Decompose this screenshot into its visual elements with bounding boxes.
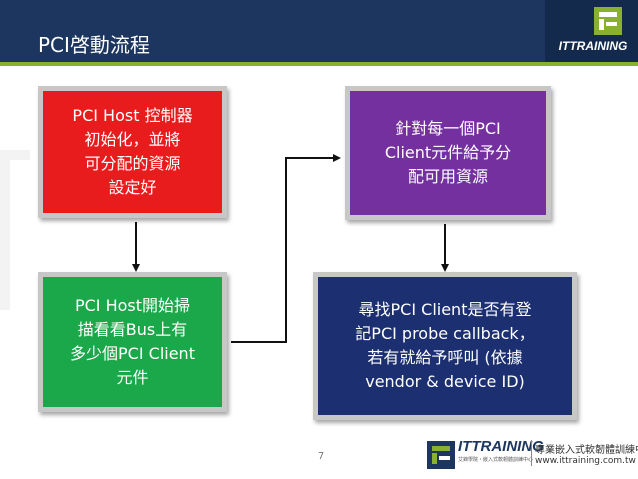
step2-line: 多少個PCI Client [70, 344, 195, 363]
step3-line: Client元件給予分 [384, 143, 512, 162]
step2-line: PCI Host開始掃 [74, 296, 191, 315]
page-number: 7 [317, 451, 325, 462]
step3-line: 配可用資源 [407, 167, 488, 186]
slide-header: PCI啓動流程 ITTRAINING [0, 0, 638, 66]
watermark-block-1 [0, 150, 10, 310]
footer-tagline: 專業嵌入式軟韌體訓練中心 [535, 445, 638, 456]
step1-line: 設定好 [108, 178, 157, 197]
header-accent-line [0, 62, 638, 66]
footer-url: www.ittraining.com.tw [535, 456, 636, 466]
ittraining-logo-icon [594, 7, 622, 35]
step4-line: 若有就給予呼叫 (依據 [367, 348, 523, 367]
flow-step-init-host: PCI Host 控制器 初始化，並將 可分配的資源 設定好 [38, 86, 227, 218]
footer-logo-subtitle: 艾鍗學院・嵌入式軟韌體訓練中心 [458, 457, 534, 463]
header-logo-text: ITTRAINING [558, 39, 628, 53]
flow-step-scan-bus: PCI Host開始掃 描看看Bus上有 多少個PCI Client 元件 [38, 272, 227, 412]
step1-line: 可分配的資源 [84, 154, 181, 173]
step2-line: 元件 [116, 368, 149, 387]
header-logo: ITTRAINING [545, 0, 638, 62]
step1-line: PCI Host 控制器 [72, 106, 193, 125]
footer-logo: ITTRAINING 艾鍗學院・嵌入式軟韌體訓練中心 專業嵌入式軟韌體訓練中心 … [426, 438, 638, 474]
flow-step-allocate-resources: 針對每一個PCI Client元件給予分 配可用資源 [345, 86, 551, 220]
slide-title: PCI啓動流程 [38, 33, 150, 57]
header-bar [0, 0, 638, 62]
step1-line: 初始化，並將 [84, 130, 181, 149]
flow-step-probe-callback: 尋找PCI Client是否有登 記PCI probe callback， 若有… [313, 272, 577, 420]
step3-line: 針對每一個PCI [395, 119, 501, 138]
footer-divider [531, 440, 532, 466]
step4-line: vendor & device ID) [365, 372, 525, 391]
watermark-block-2 [0, 150, 30, 160]
arrow-step2-to-step3 [231, 154, 341, 343]
step4-line: 記PCI probe callback， [355, 324, 535, 343]
ittraining-logo-icon [427, 441, 455, 469]
footer-logo-brand: ITTRAINING [458, 438, 544, 455]
step4-line: 尋找PCI Client是否有登 [358, 300, 532, 319]
step2-line: 描看看Bus上有 [77, 320, 188, 339]
